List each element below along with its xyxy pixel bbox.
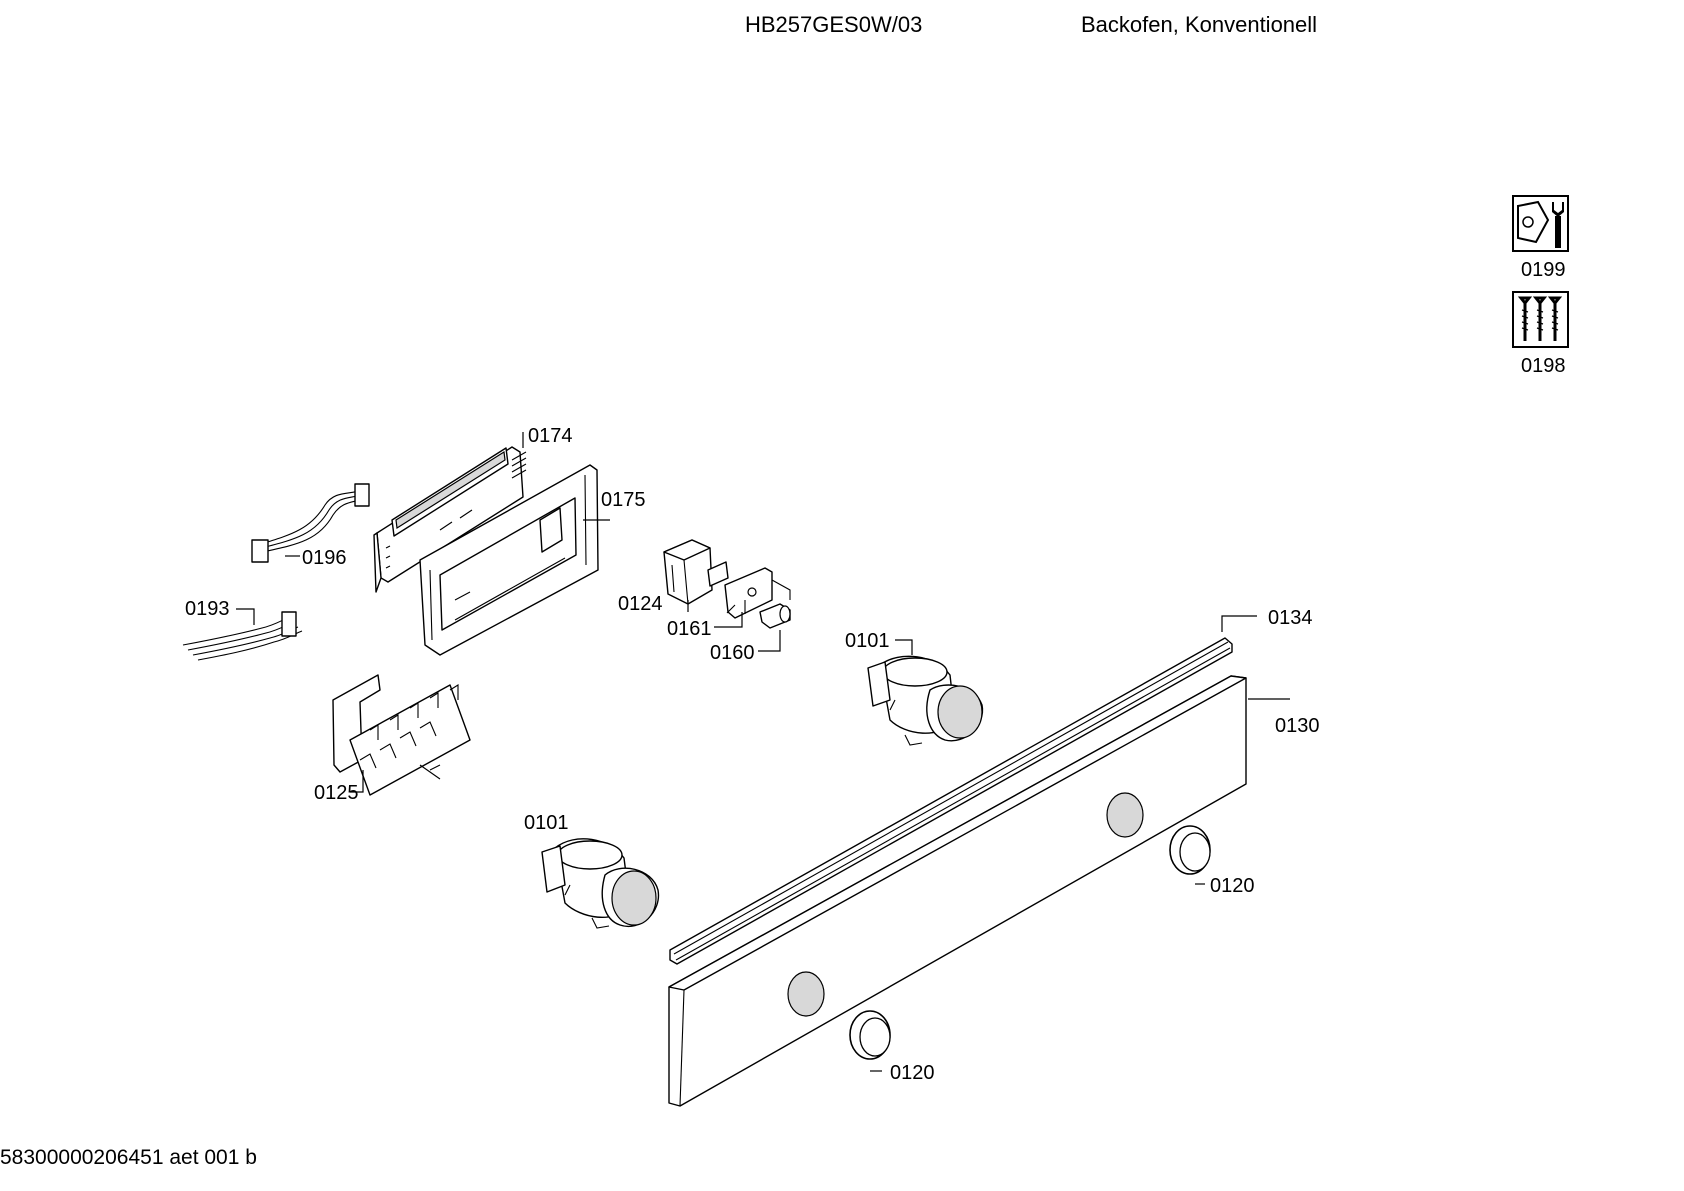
- callout-0101-upper: 0101: [845, 630, 890, 652]
- switch-shaft[interactable]: [759, 603, 791, 629]
- callout-0196: 0196: [302, 547, 347, 569]
- switch-bracket[interactable]: [724, 567, 791, 619]
- callout-0101-lower: 0101: [524, 812, 569, 834]
- thermostat-lower[interactable]: [541, 838, 660, 929]
- callout-0193: 0193: [185, 598, 230, 620]
- knob-ring-left[interactable]: [849, 1010, 891, 1060]
- model-number: HB257GES0W/03: [745, 12, 923, 37]
- screws-icon-label: 0198: [1521, 355, 1566, 377]
- thermostat-upper[interactable]: [867, 655, 984, 746]
- appliance-description: Backofen, Konventionell: [1081, 12, 1318, 37]
- screws-icon[interactable]: [1512, 291, 1569, 348]
- callout-0174: 0174: [528, 425, 573, 447]
- callout-0130: 0130: [1275, 715, 1320, 737]
- service-tool-icon[interactable]: [1512, 195, 1569, 252]
- control-panel[interactable]: [668, 675, 1247, 1107]
- callout-0120-left: 0120: [890, 1062, 935, 1084]
- callout-0175: 0175: [601, 489, 646, 511]
- callout-0161: 0161: [667, 618, 712, 640]
- callout-0120-right: 0120: [1210, 875, 1255, 897]
- callout-0160: 0160: [710, 642, 755, 664]
- cable-harness-0193[interactable]: [182, 611, 303, 661]
- service-icon-label: 0199: [1521, 259, 1566, 281]
- callout-0124: 0124: [618, 593, 663, 615]
- document-code: 58300000206451 aet 001 b: [0, 1146, 257, 1169]
- terminal-block[interactable]: [332, 674, 471, 796]
- callout-0134: 0134: [1268, 607, 1313, 629]
- trim-strip[interactable]: [669, 637, 1233, 965]
- control-module-board[interactable]: [373, 446, 527, 593]
- mounting-frame[interactable]: [419, 464, 599, 656]
- cable-harness-0196[interactable]: [251, 483, 370, 563]
- selector-switch[interactable]: [663, 539, 729, 605]
- callout-0125: 0125: [314, 782, 359, 804]
- knob-ring-right[interactable]: [1169, 825, 1211, 875]
